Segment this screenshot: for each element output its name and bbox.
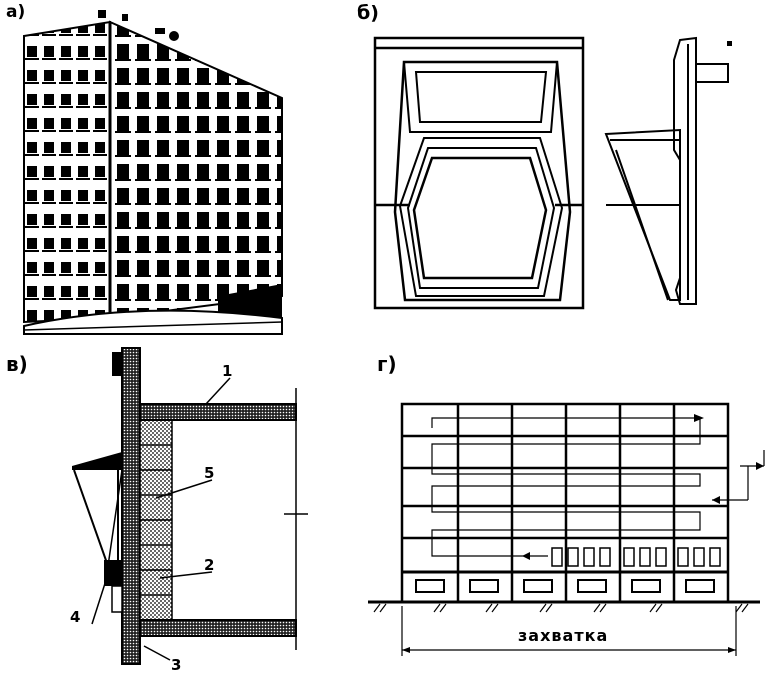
callout-5: 5 — [204, 464, 215, 482]
callout-2: 2 — [204, 556, 215, 574]
dimension-caption: захватка — [518, 626, 609, 645]
panel-label-b: б) — [357, 2, 379, 24]
callout-4: 4 — [70, 608, 81, 626]
panel-front-view — [373, 36, 585, 310]
building-right-facade — [109, 20, 283, 320]
panel-label-g: г) — [377, 352, 397, 376]
callout-1: 1 — [222, 362, 233, 380]
panel-label-a: а) — [6, 2, 26, 22]
panel-label-v: в) — [6, 352, 28, 376]
callout-3: 3 — [171, 656, 182, 674]
panel-side-view — [604, 36, 732, 305]
building-left-facade — [23, 20, 111, 324]
